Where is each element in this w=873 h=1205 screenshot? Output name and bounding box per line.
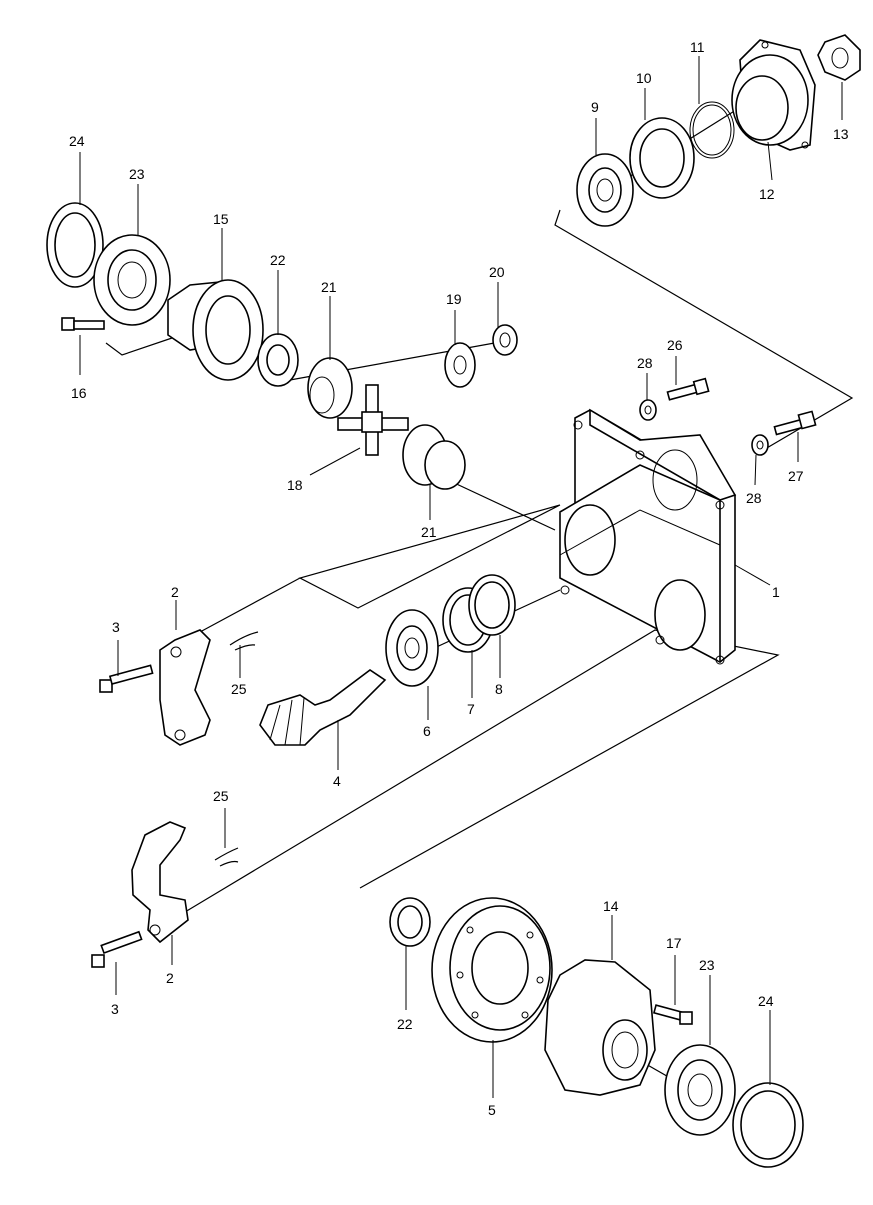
bearing-6 [385, 609, 439, 687]
callout-8: 8 [495, 681, 503, 697]
callout-2: 2 [166, 970, 174, 986]
callout-12: 12 [759, 186, 775, 202]
callout-9: 9 [591, 99, 599, 115]
callout-6: 6 [423, 723, 431, 739]
callout-28: 28 [746, 490, 762, 506]
bracket-2-bottom [131, 821, 189, 944]
callout-21: 21 [421, 524, 437, 540]
washer-28-top [639, 399, 657, 421]
flange-12 [731, 39, 816, 151]
callout-28: 28 [637, 355, 653, 371]
washer-22-bottom [389, 897, 431, 947]
bearing-23-bottom [664, 1044, 736, 1136]
callout-25: 25 [231, 681, 247, 697]
leader-lines [79, 56, 843, 1098]
pinion-shaft-4 [259, 669, 387, 746]
callout-25: 25 [213, 788, 229, 804]
callout-21: 21 [321, 279, 337, 295]
shim-8 [468, 574, 516, 636]
bearing-23-top [93, 234, 171, 326]
callout-20: 20 [489, 264, 505, 280]
callout-27: 27 [788, 468, 804, 484]
bolt-17 [652, 1004, 693, 1025]
nut-13 [817, 34, 861, 81]
ring-gear-5 [431, 897, 553, 1043]
clip-25-top [229, 631, 259, 651]
o-ring-11 [689, 101, 735, 159]
bevel-gear-21-top [307, 357, 353, 419]
callout-22: 22 [397, 1016, 413, 1032]
callout-7: 7 [467, 701, 475, 717]
bevel-gear-21-bottom [402, 424, 466, 490]
bearing-9 [576, 153, 634, 227]
callout-23: 23 [129, 166, 145, 182]
callout-22: 22 [270, 252, 286, 268]
callout-2: 2 [171, 584, 179, 600]
bolt-3-top [99, 664, 154, 693]
bevel-gear-19 [444, 342, 476, 388]
callout-3: 3 [112, 619, 120, 635]
callout-5: 5 [488, 1102, 496, 1118]
bolt-26 [666, 377, 710, 401]
callout-13: 13 [833, 126, 849, 142]
callout-1: 1 [772, 584, 780, 600]
bracket-2-top [159, 629, 211, 746]
callout-labels: 1 2 2 3 3 4 5 6 7 8 9 10 11 12 13 14 15 … [69, 39, 849, 1118]
washer-20 [492, 324, 518, 356]
washer-22-top [257, 333, 299, 387]
callout-16: 16 [71, 385, 87, 401]
bolt-3-bottom [91, 930, 143, 968]
seal-ring-10 [629, 117, 695, 199]
spider-cross-18 [337, 384, 409, 456]
differential-case-14 [544, 959, 656, 1096]
differential-cover-15 [167, 279, 264, 381]
callout-4: 4 [333, 773, 341, 789]
callout-3: 3 [111, 1001, 119, 1017]
gear-housing [559, 408, 737, 665]
callout-23: 23 [699, 957, 715, 973]
callout-24: 24 [758, 993, 774, 1009]
bolt-27 [773, 410, 817, 436]
ring-24-bottom [732, 1082, 804, 1168]
clip-25-bottom [214, 847, 239, 867]
callout-18: 18 [287, 477, 303, 493]
callout-17: 17 [666, 935, 682, 951]
callout-19: 19 [446, 291, 462, 307]
callout-26: 26 [667, 337, 683, 353]
callout-11: 11 [690, 39, 705, 55]
callout-24: 24 [69, 133, 85, 149]
bolt-16 [61, 317, 105, 331]
washer-28-bottom [751, 434, 769, 456]
callout-14: 14 [603, 898, 619, 914]
callout-15: 15 [213, 211, 229, 227]
ring-24-top [46, 202, 104, 288]
callout-10: 10 [636, 70, 652, 86]
